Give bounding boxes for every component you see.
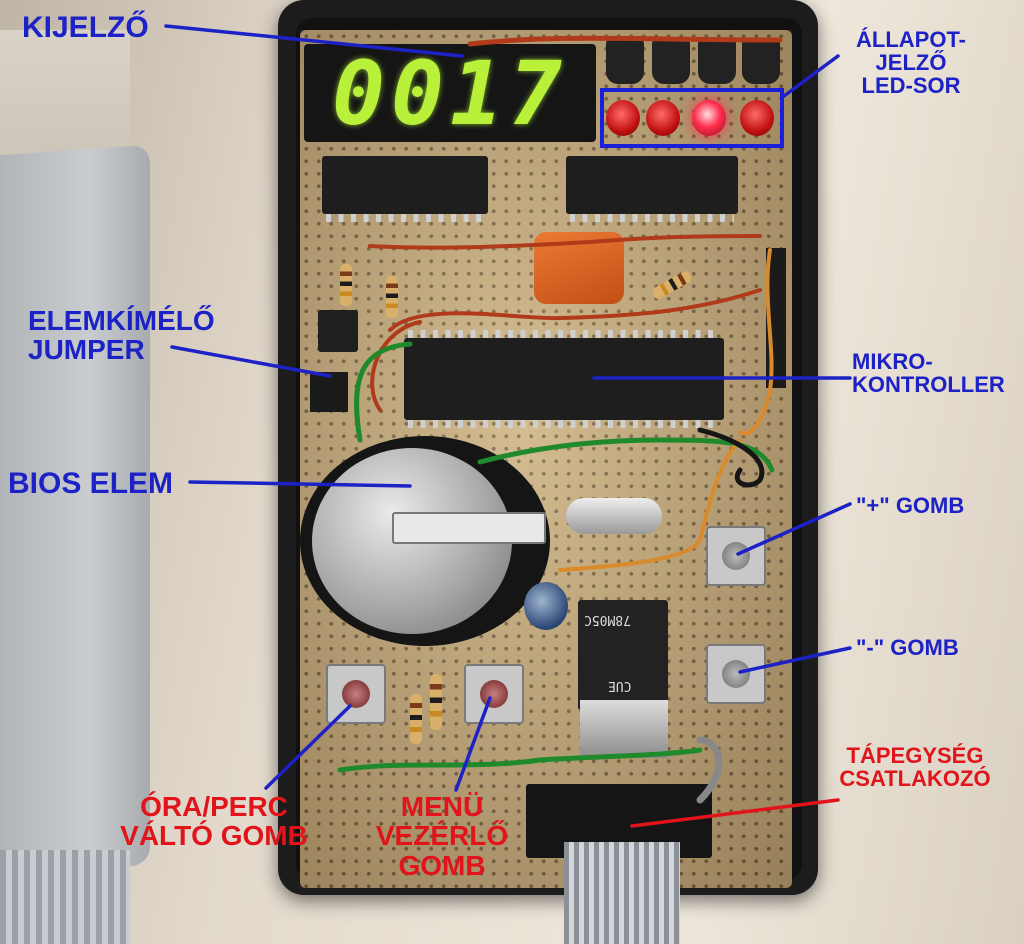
menu-button[interactable]: [464, 664, 524, 724]
label-bios: BIOS ELEM: [8, 467, 174, 500]
pointer-kijelzo: [164, 24, 464, 58]
battery-clip: [392, 512, 546, 544]
label-led-row-line1: ÁLLAPOT-: [856, 27, 966, 52]
red-wire: [467, 35, 783, 47]
label-jumper-line2: JUMPER: [28, 334, 145, 366]
orange-wire: [558, 438, 742, 572]
red-wire: [368, 234, 762, 250]
label-microcontroller: MIKRO- KONTROLLER: [852, 350, 1005, 396]
label-microcontroller-line2: KONTROLLER: [852, 372, 1005, 398]
label-led-row-line3: LED-SOR: [861, 73, 961, 99]
button-cap: [480, 680, 508, 708]
voltage-regulator: 78M05C CUE: [578, 600, 668, 710]
button-cap: [342, 680, 370, 708]
pointer-ora: [264, 704, 352, 790]
button-cap: [722, 542, 750, 570]
pointer-plus: [736, 502, 852, 556]
label-minus: "-" GOMB: [856, 635, 959, 660]
pointer-menu: [454, 696, 492, 792]
display-digits: 0017: [332, 41, 568, 145]
pointer-tap: [630, 798, 840, 828]
button-cap: [722, 660, 750, 688]
label-menu-line3: GOMB: [398, 849, 486, 881]
minus-button[interactable]: [706, 644, 766, 704]
pointer-minus: [738, 646, 852, 674]
label-jumper-line1: ELEMKÍMÉLŐ: [28, 305, 215, 336]
resistor: [410, 694, 422, 744]
ic-pins: [408, 420, 720, 428]
grey-wire: [696, 736, 723, 804]
green-wire: [337, 747, 703, 773]
label-jumper: ELEMKÍMÉLŐ JUMPER: [28, 306, 215, 365]
pointer-jumper: [170, 345, 332, 378]
red-wire: [388, 288, 762, 332]
label-plus: "+" GOMB: [856, 493, 965, 518]
bios-battery-holder: [300, 436, 556, 650]
top-component-3: [698, 38, 736, 84]
label-power-connector-line1: TÁPEGYSÉG: [846, 743, 984, 768]
green-wire: [354, 341, 413, 443]
label-hour-minute-line1: ÓRA/PERC: [140, 791, 288, 822]
resistor: [430, 674, 442, 730]
status-led-2: [646, 100, 680, 136]
label-led-row: ÁLLAPOT- JELZŐ LED-SOR: [836, 28, 986, 97]
ic-pins: [326, 214, 484, 222]
label-microcontroller-line1: MIKRO-: [852, 349, 933, 374]
green-wire: [477, 437, 775, 473]
top-component-2: [652, 38, 690, 84]
label-kijelzo: KIJELZŐ: [22, 11, 149, 44]
black-wire: [697, 427, 765, 488]
battery-saver-jumper: [310, 372, 348, 412]
electrolytic-capacitor: [524, 582, 568, 630]
ic-pins: [408, 330, 720, 338]
orange-wire: [738, 248, 774, 436]
red-wire: [370, 320, 422, 412]
label-power-connector-line2: CSATLAKOZÓ: [839, 766, 991, 792]
ic-pins: [570, 214, 734, 222]
ribbon-cable: [564, 842, 680, 944]
label-hour-minute-line2: VÁLTÓ GOMB: [120, 820, 308, 852]
driver-ic-left: [322, 156, 488, 222]
regulator-heat-tab: [580, 700, 668, 758]
status-led-3: [692, 100, 726, 136]
led-row-highlight-box: [600, 88, 784, 148]
quartz-crystal: [566, 498, 662, 534]
grey-ribbon-cable-left: [0, 850, 130, 944]
label-menu-line1: MENÜ: [400, 791, 484, 822]
label-power-connector: TÁPEGYSÉG CSATLAKOZÓ: [830, 744, 1000, 790]
status-led-4: [740, 100, 774, 136]
driver-ic-right: [566, 156, 738, 222]
label-hour-minute-button: ÓRA/PERC VÁLTÓ GOMB: [104, 792, 324, 851]
pointer-led-row: [782, 54, 840, 98]
plus-button[interactable]: [706, 526, 766, 586]
label-led-row-line2: JELZŐ: [875, 50, 947, 76]
resistor: [386, 276, 398, 318]
jumper-socket: [318, 310, 358, 352]
seven-segment-display: 0017: [304, 41, 596, 145]
pointer-bios: [188, 480, 412, 488]
label-menu-line2: VEZÉRLŐ: [375, 820, 509, 852]
label-menu-button: MENÜ VEZÉRLŐ GOMB: [362, 791, 522, 881]
hour-minute-button[interactable]: [326, 664, 386, 724]
resistor: [340, 264, 352, 306]
status-led-1: [606, 100, 640, 136]
top-component-4: [742, 38, 780, 84]
top-component-1: [606, 38, 644, 84]
